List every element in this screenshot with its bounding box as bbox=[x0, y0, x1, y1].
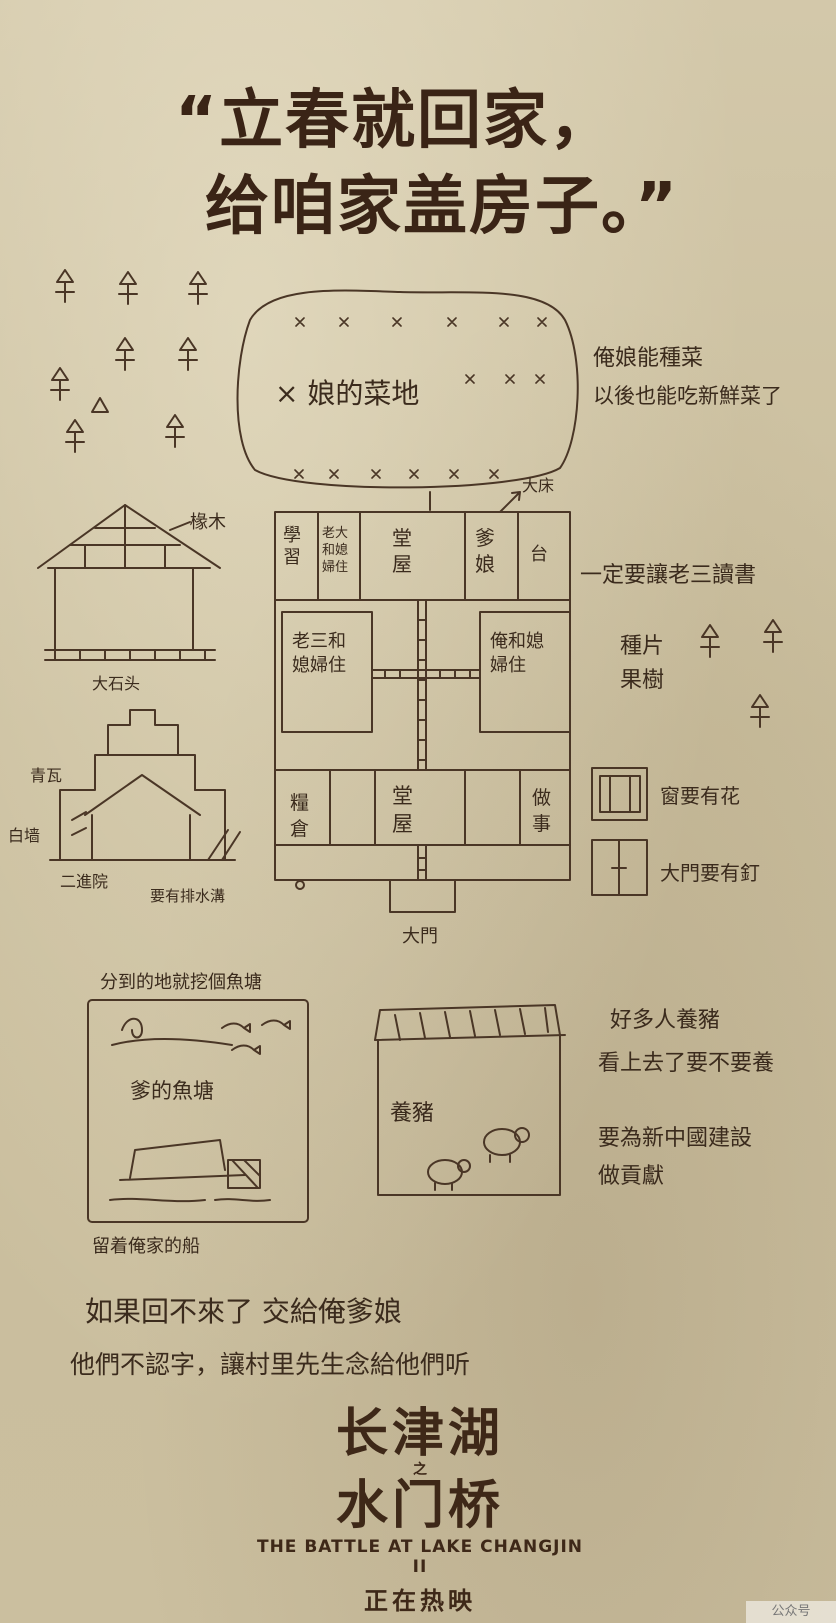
vegetable-field-outline bbox=[236, 289, 579, 489]
white-wall-label: 白墙 bbox=[8, 826, 41, 845]
vegetable-field-label: × 娘的菜地 bbox=[275, 377, 420, 410]
headline-line-1: “立春就回家， bbox=[175, 84, 616, 158]
room-stove: 台 bbox=[530, 544, 548, 565]
fishpond-drawing bbox=[87, 999, 309, 1223]
room-main-hall-bottom: 堂屋 bbox=[392, 784, 413, 836]
film-title-en: THE BATTLE AT LAKE CHANGJIN II bbox=[256, 1537, 584, 1577]
must-study-note: 一定要讓老三讀書 bbox=[580, 563, 757, 588]
gate-label: 大門 bbox=[402, 926, 438, 947]
dad-fishpond-label: 爹的魚塘 bbox=[130, 1079, 214, 1103]
film-title-connector: 之 bbox=[413, 1462, 427, 1478]
bottom-note-line-2: 他們不認字，讓村里先生念給他們听 bbox=[70, 1350, 471, 1379]
room-main-hall-top: 堂屋 bbox=[392, 526, 412, 576]
window-icon bbox=[591, 767, 648, 821]
rafter-label: 椽木 bbox=[190, 512, 226, 533]
green-tile-label: 青瓦 bbox=[30, 766, 63, 785]
room-third-brother: 老三和媳婦住 bbox=[292, 631, 346, 676]
see-pigs-note: 看上去了要不要養 bbox=[598, 1051, 775, 1076]
room-study: 學習 bbox=[283, 525, 301, 568]
headline: “立春就回家， 给咱家盖房子。” bbox=[175, 78, 735, 250]
drain-label: 要有排水溝 bbox=[150, 887, 226, 905]
tree-cluster-left bbox=[50, 269, 208, 453]
build-china-note-2: 做貢獻 bbox=[598, 1164, 665, 1189]
room-elder-brother: 老大和媳婦住 bbox=[322, 526, 349, 575]
plant-fruit-label-2: 果樹 bbox=[620, 668, 665, 693]
gate-nails-note: 大門要有釘 bbox=[660, 861, 760, 885]
room-kitchen: 做事 bbox=[532, 787, 552, 835]
my-boat-label: 留着俺家的船 bbox=[92, 1236, 200, 1257]
bottom-note-line-1: 如果回不來了 交給俺爹娘 bbox=[85, 1295, 402, 1328]
more-pigs-note: 好多人養豬 bbox=[610, 1008, 721, 1033]
watermark: 公众号 bbox=[746, 1601, 836, 1623]
mom-plants-note: 俺娘能種菜 bbox=[593, 346, 704, 371]
film-logo: 长津湖 之 水门桥 THE BATTLE AT LAKE CHANGJIN II… bbox=[255, 1405, 585, 1616]
headline-line-2: 给咱家盖房子。” bbox=[205, 170, 680, 244]
tree-cluster-right bbox=[700, 619, 783, 728]
room-my-room: 俺和媳婦住 bbox=[490, 631, 544, 676]
house-section-drawing bbox=[37, 504, 221, 661]
floor-plan bbox=[274, 511, 571, 913]
window-flower-note: 窗要有花 bbox=[660, 784, 740, 808]
pig-pen-label: 養豬 bbox=[390, 1101, 435, 1126]
room-granary: 糧倉 bbox=[290, 792, 310, 840]
kang-label: 大床 bbox=[522, 476, 555, 495]
build-china-note-1: 要為新中國建設 bbox=[598, 1126, 753, 1151]
film-title-cn: 长津湖 bbox=[335, 1404, 504, 1464]
pig-pen-drawing bbox=[374, 1004, 566, 1196]
room-parents: 爹娘 bbox=[475, 526, 495, 576]
second-courtyard-label: 二進院 bbox=[60, 872, 109, 891]
courtyard-elevation-drawing bbox=[49, 709, 241, 861]
film-subtitle-cn: 水门桥 bbox=[335, 1476, 504, 1536]
fishpond-caption: 分到的地就挖個魚塘 bbox=[100, 972, 262, 993]
big-stone-label: 大石头 bbox=[92, 674, 141, 693]
plant-fruit-label-1: 種片 bbox=[620, 634, 665, 659]
eat-fresh-note: 以後也能吃新鮮菜了 bbox=[593, 384, 782, 408]
now-showing-label: 正在热映 bbox=[364, 1587, 476, 1615]
